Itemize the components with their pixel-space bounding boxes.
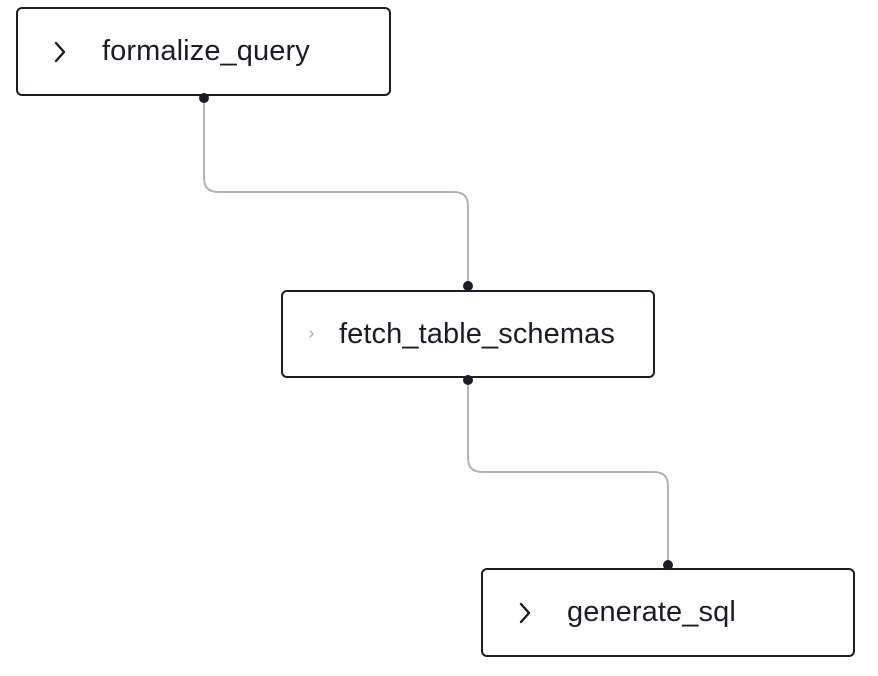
chevron-right-icon[interactable] bbox=[52, 40, 68, 64]
output-port-fetch-table-schemas[interactable] bbox=[463, 375, 473, 385]
chevron-right-icon[interactable] bbox=[517, 601, 533, 625]
node-label: generate_sql bbox=[567, 596, 736, 628]
edge-formalize-to-fetch bbox=[203, 98, 469, 286]
output-port-formalize-query[interactable] bbox=[199, 93, 209, 103]
input-port-generate-sql[interactable] bbox=[663, 560, 673, 570]
node-label: fetch_table_schemas bbox=[339, 317, 615, 350]
edge-fetch-to-generate bbox=[467, 380, 669, 565]
chevron-right-icon[interactable] bbox=[307, 322, 317, 346]
node-fetch-table-schemas[interactable]: fetch_table_schemas bbox=[281, 290, 655, 378]
node-label: formalize_query bbox=[102, 35, 310, 67]
node-formalize-query[interactable]: formalize_query bbox=[16, 7, 391, 96]
node-generate-sql[interactable]: generate_sql bbox=[481, 568, 855, 657]
input-port-fetch-table-schemas[interactable] bbox=[463, 281, 473, 291]
